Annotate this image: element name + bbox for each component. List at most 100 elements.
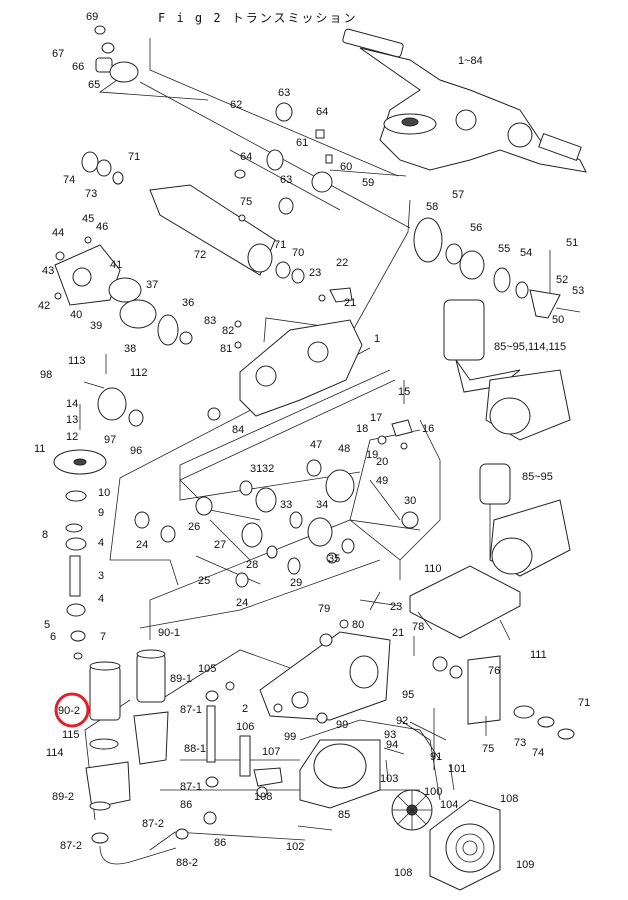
part-label: 28 <box>246 559 258 571</box>
part-label: 34 <box>316 499 328 511</box>
part-label: 98 <box>40 369 52 381</box>
part-label: 113 <box>68 355 86 367</box>
highlight-callout[interactable]: 90-2 <box>54 692 90 728</box>
engine-85 <box>299 708 447 809</box>
part-label: 22 <box>336 257 348 269</box>
part-label: 108 <box>394 867 412 879</box>
part-label: 30 <box>404 495 416 507</box>
part-label: 5 <box>44 619 50 631</box>
part-label: 40 <box>70 309 82 321</box>
part-label: 12 <box>66 431 78 443</box>
transmission-housing <box>207 319 363 421</box>
part-label: 21 <box>392 627 404 639</box>
part-label: 36 <box>182 297 194 309</box>
part-label: 9 <box>98 507 104 519</box>
pulley-and-cover-parts <box>54 236 193 346</box>
part-label: 7 <box>100 631 106 643</box>
part-label: 6 <box>50 631 56 643</box>
tank-bracket-89-2 <box>85 761 131 811</box>
part-label: 67 <box>52 48 64 60</box>
gear-set-right <box>413 217 581 319</box>
part-label: 24 <box>136 539 148 551</box>
part-label: 88-2 <box>176 857 198 869</box>
engine-unit-upper <box>443 299 571 441</box>
part-label: 81 <box>220 343 232 355</box>
part-label: 39 <box>90 320 102 332</box>
part-label: 11 <box>34 443 45 455</box>
part-label: 42 <box>38 300 50 312</box>
part-label: 63 <box>278 87 290 99</box>
part-label: 69 <box>86 11 98 23</box>
part-label: 87-1 <box>180 781 202 793</box>
part-label: 94 <box>386 739 398 751</box>
part-label: 89-2 <box>52 791 74 803</box>
part-label: 74 <box>532 747 544 759</box>
part-label: 78 <box>412 621 424 633</box>
part-label: 24 <box>236 597 248 609</box>
part-label: 4 <box>98 593 104 605</box>
bracket-76 <box>432 655 575 740</box>
part-label: 75 <box>482 743 494 755</box>
part-label: 66 <box>72 61 84 73</box>
part-label: 71 <box>578 697 590 709</box>
cooling-fan <box>391 789 433 831</box>
figure-title: F i g 2 トランスミッション <box>158 11 358 25</box>
part-label: 111 <box>530 649 547 661</box>
part-label: 115 <box>62 729 80 741</box>
part-label: 65 <box>88 79 100 91</box>
pulley-shaft-stack <box>53 404 107 660</box>
part-label: 99 <box>284 731 296 743</box>
part-label: 26 <box>188 521 200 533</box>
part-label: 102 <box>286 841 304 853</box>
part-label: 73 <box>85 188 97 200</box>
fuel-tank-90-2 <box>89 661 121 721</box>
part-label: 85 <box>338 809 350 821</box>
part-label: 32 <box>262 463 274 475</box>
part-label: 79 <box>318 603 330 615</box>
part-label: 55 <box>498 243 510 255</box>
part-label: 56 <box>470 222 482 234</box>
part-label: 85~95,114,115 <box>494 341 566 353</box>
part-label: 31 <box>250 463 262 475</box>
part-label: 71 <box>128 151 140 163</box>
part-label: 13 <box>66 414 78 426</box>
part-label: 60 <box>340 161 352 173</box>
fuel-hose-parts <box>89 681 283 865</box>
cover-plate-110 <box>409 565 521 641</box>
part-label: 107 <box>262 746 280 758</box>
part-label: 21 <box>344 297 356 309</box>
part-label: 108 <box>254 791 272 803</box>
part-label: 87-2 <box>60 840 82 852</box>
part-label: 48 <box>338 443 350 455</box>
main-shaft-parts <box>94 25 411 229</box>
part-label: 52 <box>556 274 568 286</box>
part-label: 27 <box>214 539 226 551</box>
engine-unit-lower <box>479 463 571 577</box>
part-label: 64 <box>316 106 328 118</box>
part-label: 10 <box>98 487 110 499</box>
part-label: 2 <box>242 703 248 715</box>
part-label: 112 <box>130 367 148 379</box>
highlight-circle[interactable] <box>54 692 90 728</box>
part-label: 45 <box>82 213 94 225</box>
gear-shaft-assembly <box>134 459 419 588</box>
part-label: 1 <box>374 333 380 345</box>
part-label: 62 <box>230 99 242 111</box>
part-label: 106 <box>236 721 254 733</box>
tank-bracket-89-1 <box>133 711 169 765</box>
part-label: 50 <box>552 314 564 326</box>
part-label: 105 <box>198 663 216 675</box>
part-label: 8 <box>42 529 48 541</box>
part-label: 49 <box>376 475 388 487</box>
part-label: 20 <box>376 456 388 468</box>
part-label: 15 <box>398 386 410 398</box>
part-label: 99 <box>336 719 348 731</box>
part-number-labels: 69 67 66 65 1~84 63 64 62 61 60 59 74 73… <box>34 11 590 879</box>
part-label: 3 <box>98 570 104 582</box>
part-label: 97 <box>104 434 116 446</box>
part-label: 58 <box>426 201 438 213</box>
part-label: 96 <box>130 445 142 457</box>
part-label: 4 <box>98 537 104 549</box>
part-label: 71 <box>274 239 286 251</box>
